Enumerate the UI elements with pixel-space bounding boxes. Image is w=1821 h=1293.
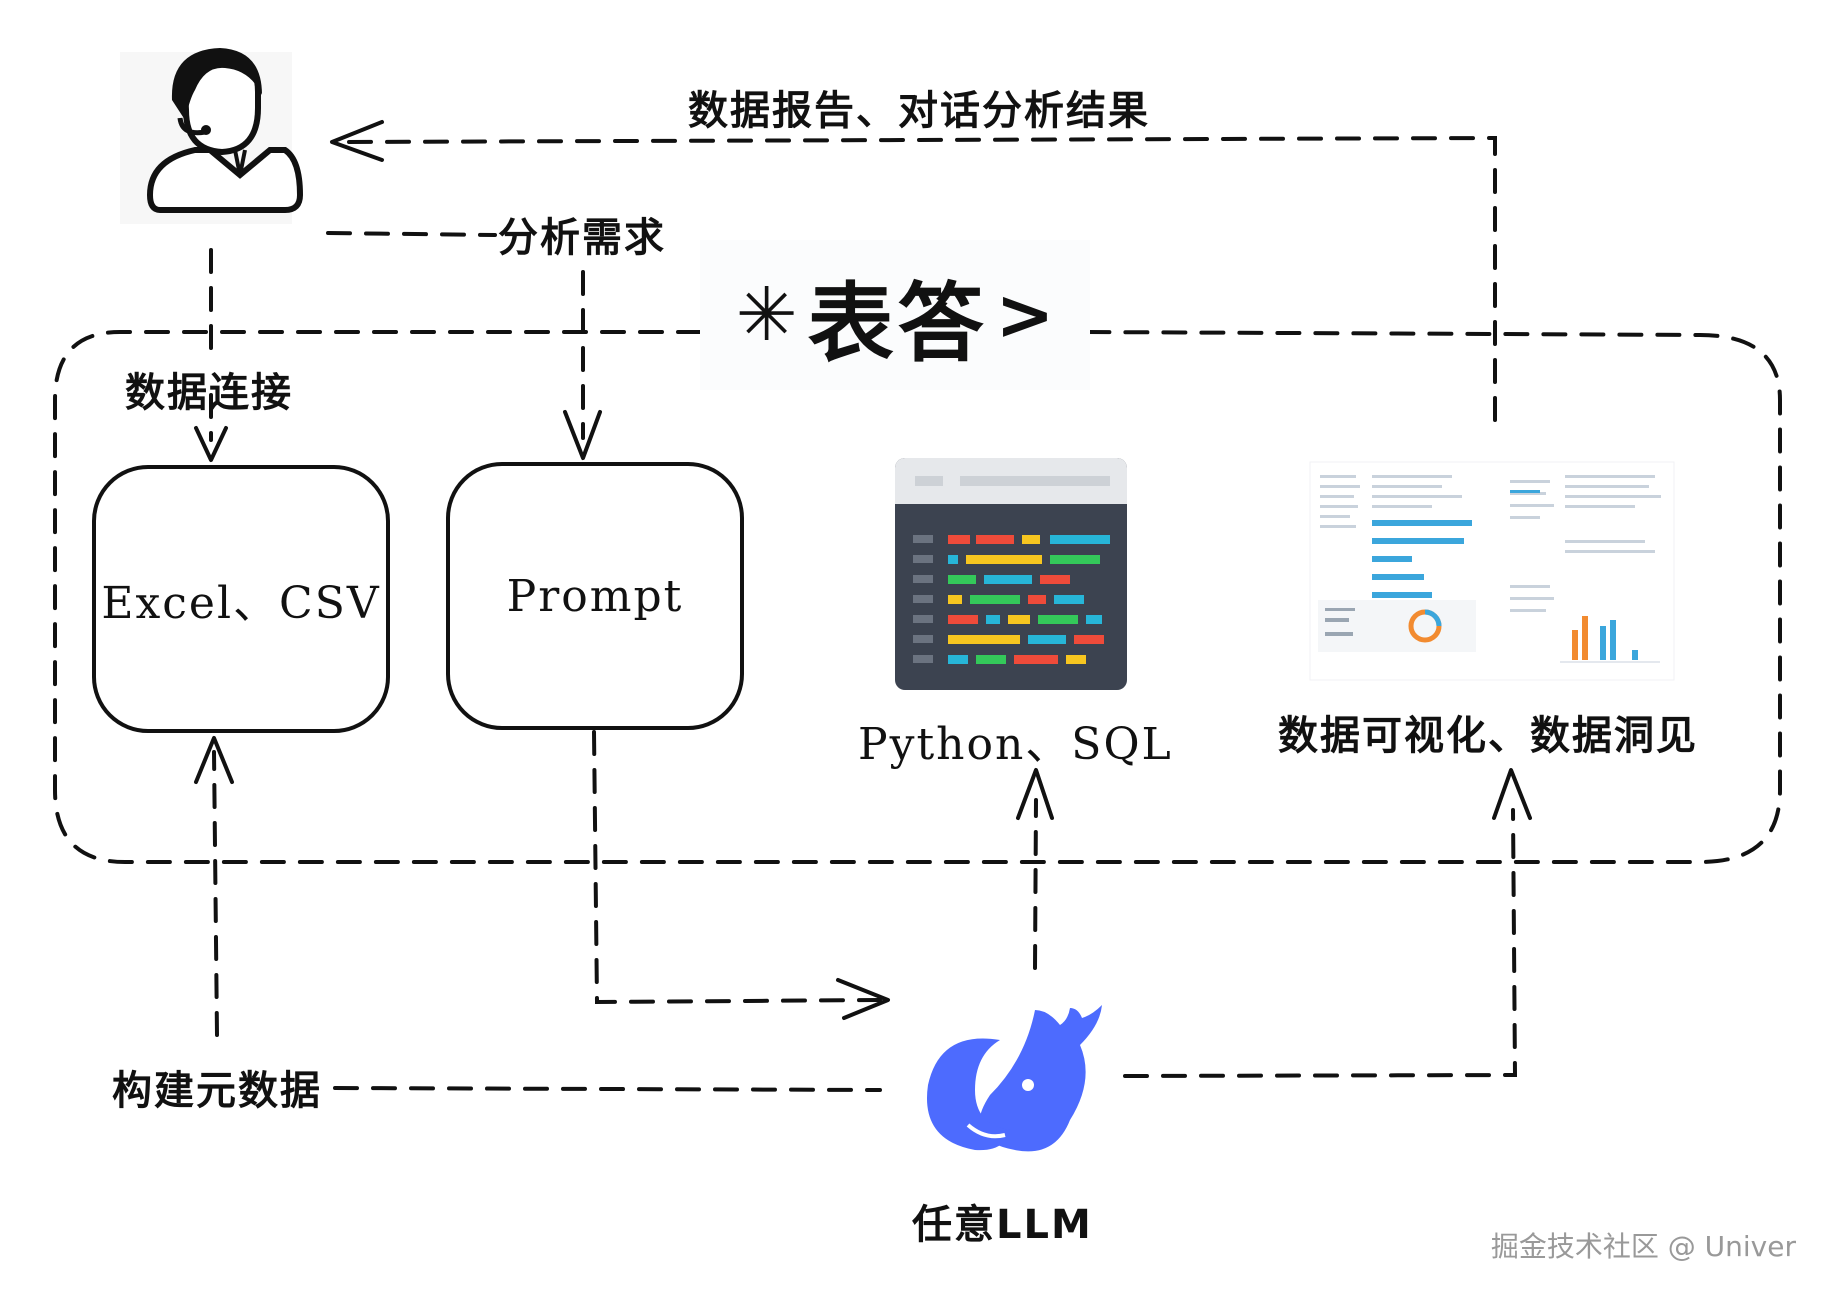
brand-name: 表答 (807, 273, 988, 374)
brand-chevron-icon: > (995, 274, 1055, 356)
user-avatar-icon (120, 48, 304, 224)
llm-whale-logo (926, 1005, 1102, 1152)
code-editor-icon (895, 458, 1127, 690)
excel-csv-box: Excel、CSV (92, 465, 390, 733)
watermark: 掘金技术社区 @ Univer (1490, 1230, 1796, 1263)
python-sql-label: Python、SQL (858, 719, 1173, 770)
analysis-need-label: 分析需求 (498, 215, 666, 261)
data-connect-label: 数据连接 (125, 370, 293, 416)
report-feedback-label: 数据报告、对话分析结果 (688, 88, 1150, 134)
report-thumbnail-icon (1309, 461, 1675, 681)
viz-insight-label: 数据可视化、数据洞见 (1278, 713, 1698, 759)
prompt-box: Prompt (446, 462, 744, 730)
platform-container (53, 330, 1782, 864)
brand-logo: ✳ 表答 > (700, 240, 1090, 390)
excel-csv-label: Excel、CSV (101, 578, 381, 629)
any-llm-label: 任意LLM (912, 1202, 1093, 1248)
build-metadata-label: 构建元数据 (112, 1068, 322, 1114)
brand-symbol-icon: ✳ (735, 272, 798, 358)
prompt-label: Prompt (506, 570, 684, 622)
